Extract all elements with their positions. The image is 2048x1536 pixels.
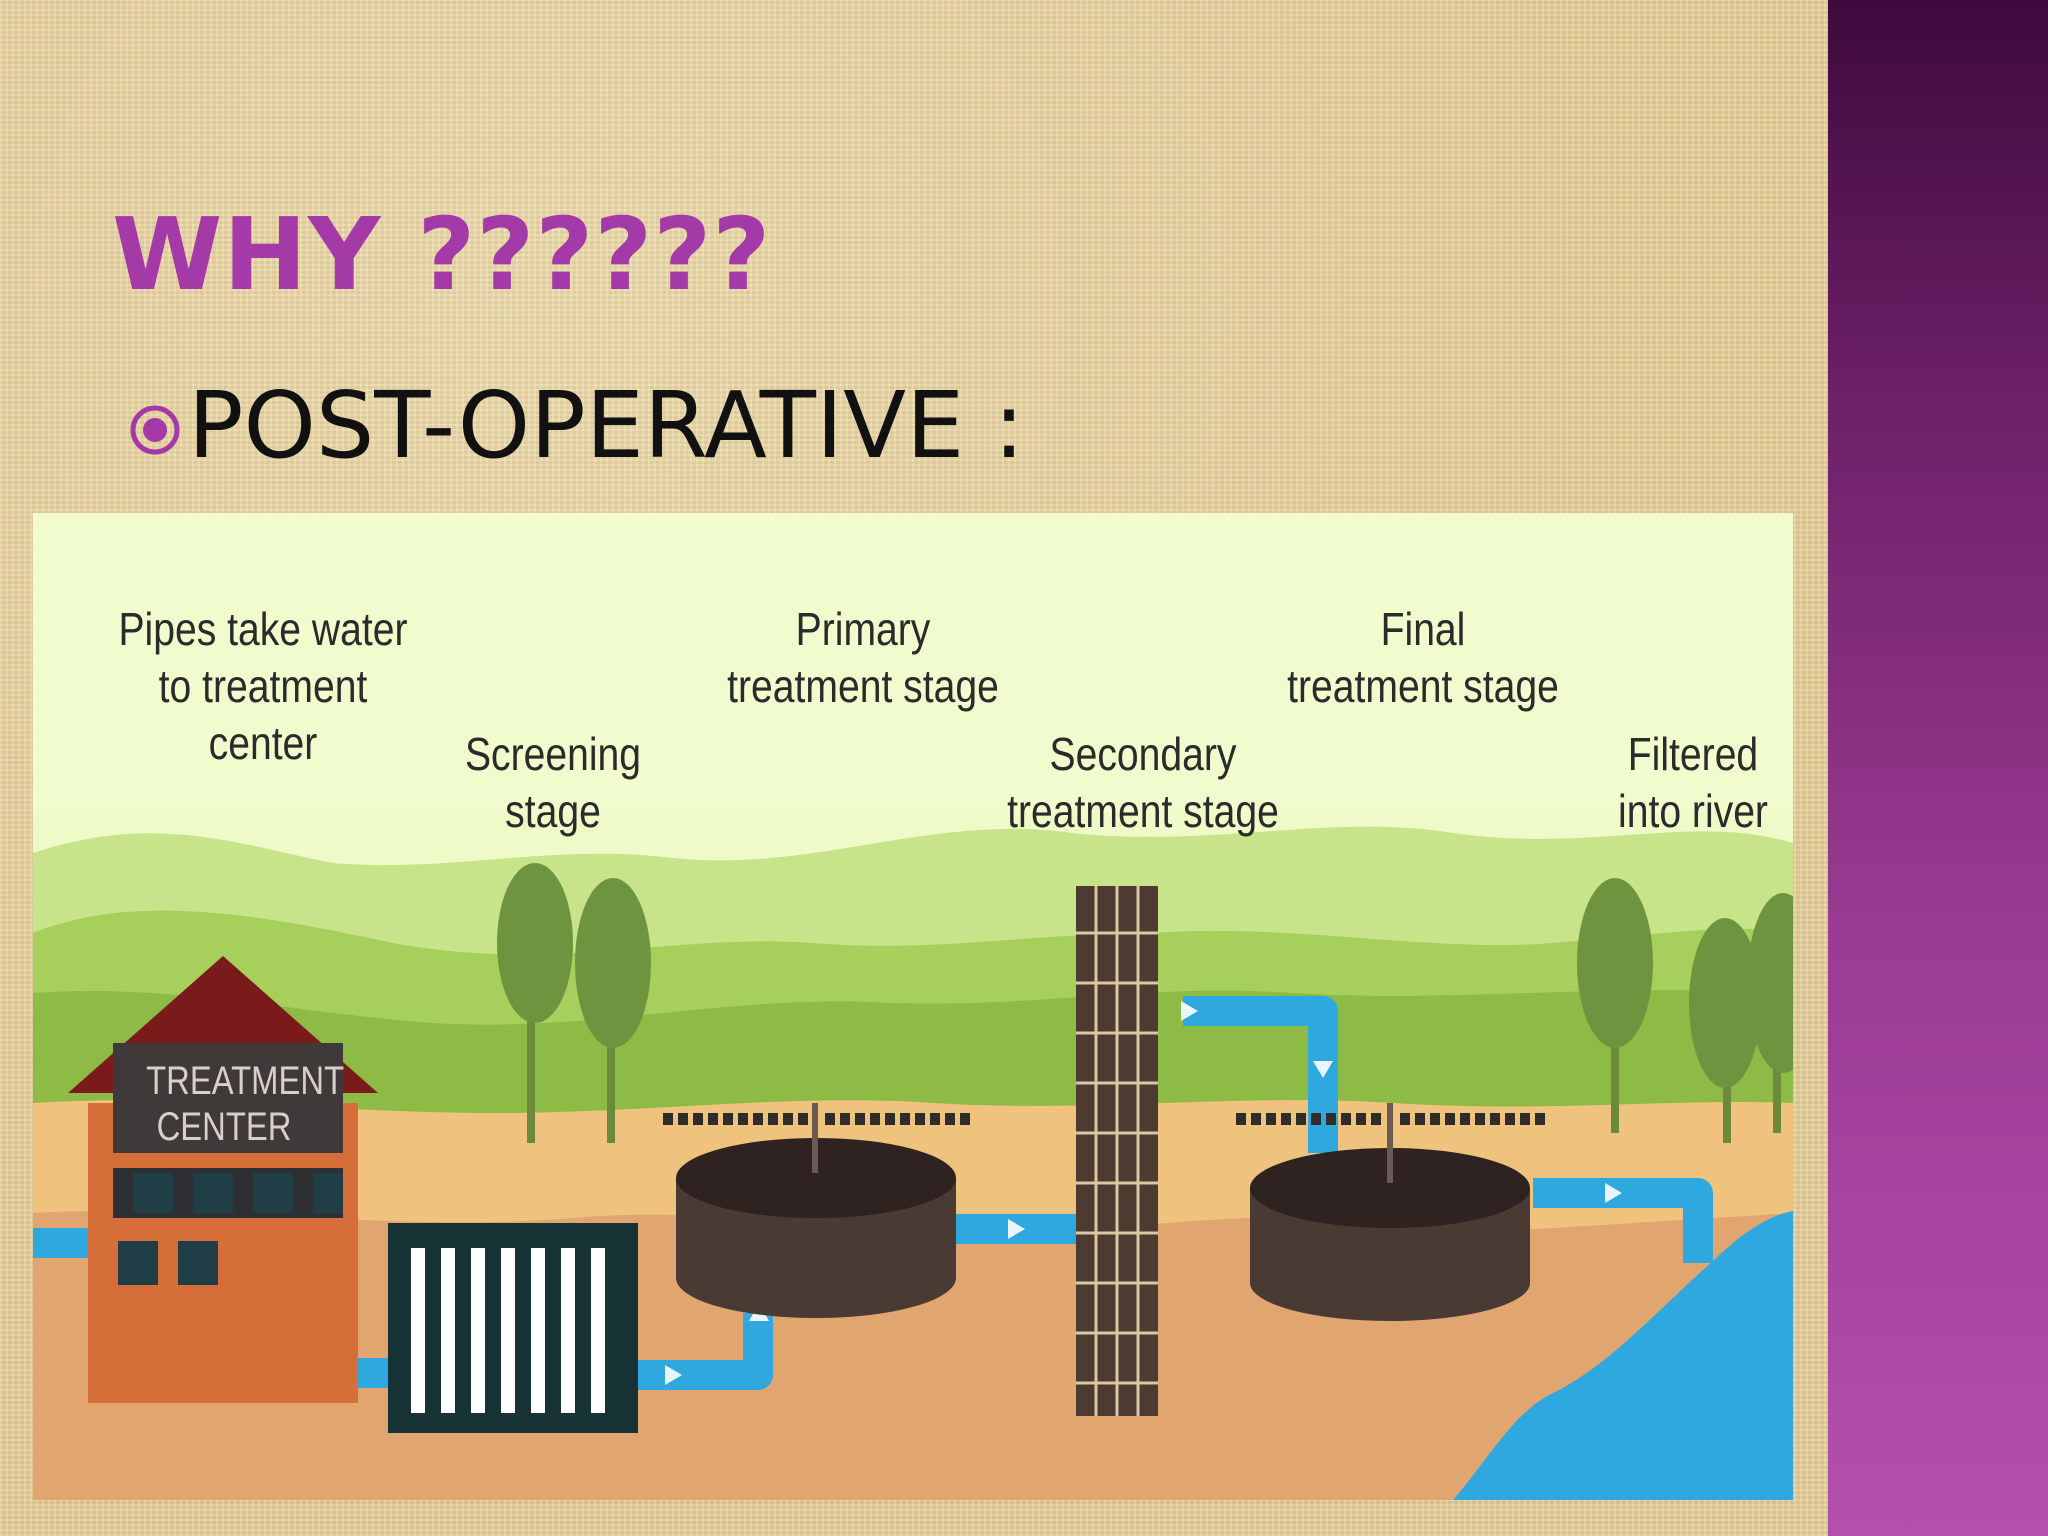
building-sign: TREATMENT CENTER bbox=[146, 1059, 345, 1149]
bullet-text: POST-OPERATIVE : bbox=[188, 372, 1025, 479]
slide-title: WHY ?????? bbox=[112, 196, 772, 313]
secondary-tower bbox=[1076, 886, 1158, 1416]
water-treatment-diagram: TREATMENT CENTER Pipes take water to tre… bbox=[33, 513, 1793, 1500]
bullet-item: POST-OPERATIVE : bbox=[128, 380, 1024, 472]
label-filtered: Filtered into river bbox=[1618, 728, 1768, 837]
river bbox=[1453, 1211, 1793, 1500]
label-secondary: Secondary treatment stage bbox=[1007, 728, 1279, 837]
label-pipes: Pipes take water to treatment center bbox=[118, 603, 408, 769]
final-tank bbox=[1236, 1103, 1545, 1321]
trees-left bbox=[497, 863, 651, 1143]
label-screening: Screening stage bbox=[464, 728, 642, 837]
trees-right bbox=[1577, 878, 1793, 1143]
label-final: Final treatment stage bbox=[1287, 603, 1559, 712]
label-primary: Primary treatment stage bbox=[727, 603, 999, 712]
screening-box bbox=[388, 1223, 638, 1433]
target-bullet-icon bbox=[130, 405, 180, 455]
primary-tank bbox=[663, 1103, 970, 1318]
side-accent-band bbox=[1828, 0, 2048, 1536]
diagram-illustration bbox=[33, 513, 1793, 1500]
treatment-center-building bbox=[68, 956, 378, 1403]
